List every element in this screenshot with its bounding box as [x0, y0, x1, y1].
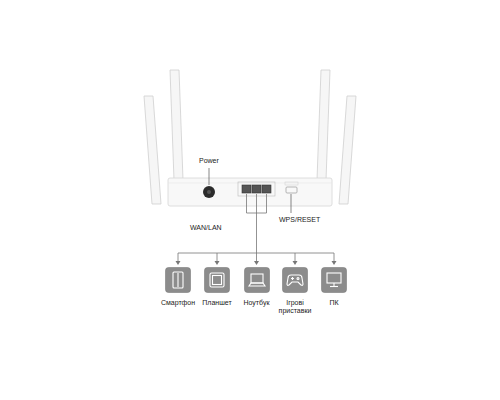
- device-node: Планшет: [196, 267, 238, 307]
- device-node: Ноутбук: [236, 267, 278, 307]
- device-node: ПК: [313, 267, 355, 307]
- device-label: Ігрові приставки: [274, 299, 316, 315]
- device-icon: [165, 267, 191, 293]
- device-label: Планшет: [196, 299, 238, 307]
- icon-box: [204, 267, 230, 293]
- device-label: Смартфон: [157, 299, 199, 307]
- part-label: WPS/RESET: [279, 216, 320, 224]
- device-icon: [204, 267, 230, 293]
- icon-box: [165, 267, 191, 293]
- device-node: Ігрові приставки: [274, 267, 316, 315]
- part-label: WAN/LAN: [190, 224, 222, 232]
- device-label: Ноутбук: [236, 299, 278, 307]
- device-icon: [321, 267, 347, 293]
- device-label: ПК: [313, 299, 355, 307]
- device-icon: [244, 267, 270, 293]
- icon-box: [244, 267, 270, 293]
- device-node: Смартфон: [157, 267, 199, 307]
- part-label: Power: [199, 157, 219, 165]
- icon-box: [282, 267, 308, 293]
- icon-box: [321, 267, 347, 293]
- device-icon: [282, 267, 308, 293]
